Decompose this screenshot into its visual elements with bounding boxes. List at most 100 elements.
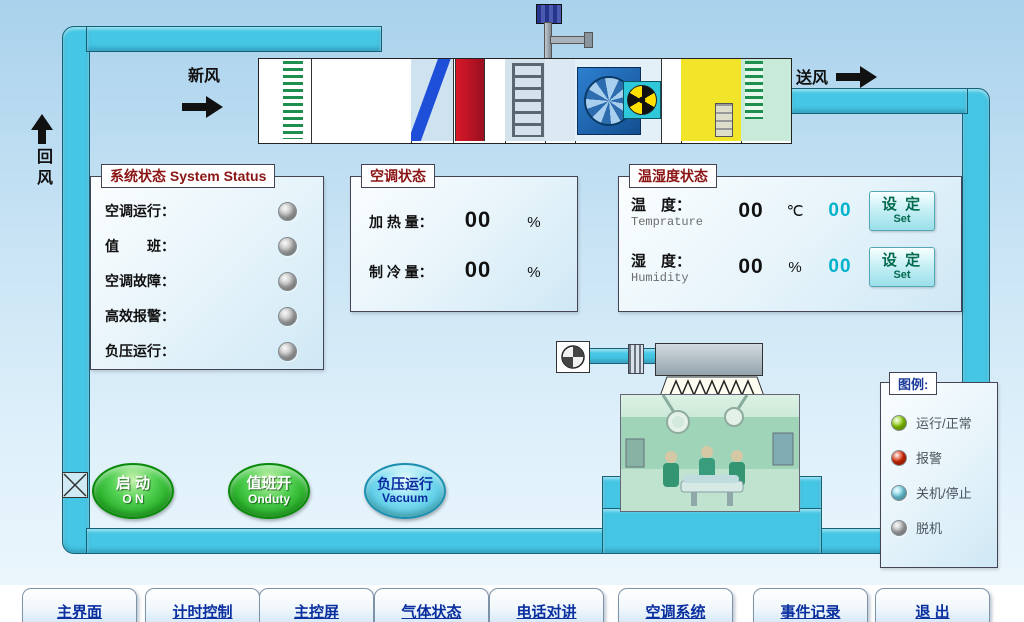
status-label-hepa-alarm: 高效报警： bbox=[105, 308, 175, 324]
nav-button-gas-status[interactable]: 气体状态 bbox=[374, 588, 489, 622]
temperature-set-button[interactable]: 设 定 Set bbox=[869, 191, 935, 231]
exhaust-fan-icon bbox=[561, 345, 585, 369]
status-label-ac-running: 空调运行： bbox=[105, 203, 175, 219]
heat-exchanger-box bbox=[655, 343, 763, 376]
duct-ahu-outlet bbox=[790, 88, 968, 114]
status-row: 空调运行： bbox=[105, 201, 297, 221]
exhaust-fan-box bbox=[556, 341, 590, 373]
fan-section bbox=[575, 59, 661, 141]
status-row: 值 班： bbox=[105, 236, 297, 256]
duct-top bbox=[86, 26, 382, 52]
coil-ladder-icon bbox=[512, 63, 544, 137]
humidity-set-button[interactable]: 设 定 Set bbox=[869, 247, 935, 287]
cooling-value: 00 bbox=[464, 257, 492, 282]
ac-status-panel: 空调状态 加 热 量： 00 % 制 冷 量： 00 % bbox=[350, 164, 578, 312]
humidity-row: 湿 度： Humidity 00 % 00 设 定 Set bbox=[631, 245, 953, 289]
temp-humidity-title: 温湿度状态 bbox=[629, 164, 717, 188]
legend-title: 图例: bbox=[889, 372, 938, 395]
vacuum-button-text-en: Vacuum bbox=[381, 491, 429, 506]
status-row: 空调故障： bbox=[105, 271, 297, 291]
humidity-value: 00 bbox=[738, 255, 764, 278]
nav-button-hvac-system[interactable]: 空调系统 bbox=[618, 588, 733, 622]
set-button-text-en: Set bbox=[893, 269, 911, 282]
temperature-setpoint: 00 bbox=[828, 200, 852, 221]
ac-fault-led bbox=[278, 271, 297, 291]
duct-left-return bbox=[62, 26, 90, 554]
air-handling-unit bbox=[258, 58, 792, 144]
legend-item: 关机/停止 bbox=[891, 483, 997, 502]
legend-led-offline bbox=[891, 519, 907, 536]
legend-label-alarm: 报警 bbox=[916, 451, 943, 466]
electric-panel-icon bbox=[715, 103, 733, 137]
heating-row: 加 热 量： 00 % bbox=[369, 207, 577, 233]
legend-panel: 图例: 运行/正常 报警 关机/停止 脱机 bbox=[880, 372, 998, 568]
duct-hx-branch bbox=[586, 348, 660, 364]
nav-button-exit[interactable]: 退 出 bbox=[875, 588, 990, 622]
humidity-label: 湿 度： bbox=[631, 252, 692, 270]
humidity-setpoint: 00 bbox=[828, 256, 852, 277]
humidity-sublabel: Humidity bbox=[631, 270, 689, 285]
fresh-air-label: 新风 bbox=[188, 68, 221, 85]
legend-led-stopped bbox=[891, 484, 907, 501]
start-button[interactable]: 启 动 O N bbox=[92, 463, 174, 519]
filter-comb-right bbox=[745, 61, 763, 119]
nav-button-label: 退 出 bbox=[915, 603, 950, 621]
humidity-label-block: 湿 度： Humidity bbox=[631, 250, 729, 285]
legend-label-offline: 脱机 bbox=[916, 521, 943, 536]
temperature-label-block: 温 度： Temprature bbox=[631, 194, 729, 229]
return-air-arrow-icon bbox=[30, 114, 54, 146]
nav-button-label: 事件记录 bbox=[780, 603, 841, 621]
onduty-button[interactable]: 值班开 Onduty bbox=[228, 463, 310, 519]
heater-coil-funnel bbox=[658, 376, 766, 400]
supply-air-label: 送风 bbox=[796, 70, 829, 87]
temp-humidity-body: 温 度： Temprature 00 ℃ 00 设 定 Set 湿 度： Hum… bbox=[619, 177, 961, 289]
heater-section bbox=[455, 59, 485, 141]
coil-section bbox=[505, 59, 545, 141]
bag-filter-icon bbox=[411, 59, 452, 141]
set-button-text-cn: 设 定 bbox=[881, 251, 923, 269]
vacuum-button-text-cn: 负压运行 bbox=[377, 476, 433, 493]
outlet-section bbox=[741, 59, 791, 141]
return-air-label: 回风 bbox=[34, 148, 51, 190]
cooling-unit: % bbox=[527, 264, 541, 281]
temperature-sublabel: Temprature bbox=[631, 214, 704, 229]
legend-label-stopped: 关机/停止 bbox=[916, 486, 972, 501]
valve-assembly bbox=[530, 2, 594, 62]
nav-button-intercom[interactable]: 电话对讲 bbox=[489, 588, 604, 622]
start-button-text-en: O N bbox=[122, 491, 144, 506]
grille-icon bbox=[628, 344, 644, 374]
onduty-button-text-en: Onduty bbox=[248, 491, 290, 506]
onduty-button-text-cn: 值班开 bbox=[246, 475, 292, 493]
fresh-air-arrow-icon bbox=[182, 96, 226, 118]
nav-button-label: 计时控制 bbox=[172, 603, 233, 621]
legend-item: 报警 bbox=[891, 448, 997, 467]
legend-led-alarm bbox=[891, 449, 907, 466]
nav-button-label: 空调系统 bbox=[645, 603, 706, 621]
temperature-row: 温 度： Temprature 00 ℃ 00 设 定 Set bbox=[631, 189, 953, 233]
legend-item: 脱机 bbox=[891, 518, 997, 537]
vacuum-button[interactable]: 负压运行 Vacuum bbox=[364, 463, 446, 519]
legend-led-running bbox=[891, 414, 907, 431]
nav-button-label: 主控屏 bbox=[293, 603, 339, 621]
nav-button-timer[interactable]: 计时控制 bbox=[145, 588, 260, 622]
vacuum-running-led bbox=[278, 341, 297, 361]
damper-icon bbox=[62, 472, 88, 498]
bag-filter-section bbox=[411, 59, 453, 141]
duct-room-bottom bbox=[602, 508, 822, 554]
supply-air-arrow-icon bbox=[836, 66, 880, 88]
fan-symbol-box bbox=[623, 81, 661, 119]
status-row: 负压运行： bbox=[105, 341, 297, 361]
ac-status-body: 加 热 量： 00 % 制 冷 量： 00 % bbox=[351, 177, 577, 283]
legend-item: 运行/正常 bbox=[891, 413, 997, 432]
nav-button-control-screen[interactable]: 主控屏 bbox=[259, 588, 374, 622]
system-status-panel: 系统状态 System Status 空调运行： 值 班： 空调故障： 高效报警… bbox=[90, 164, 324, 370]
heating-value: 00 bbox=[464, 207, 492, 232]
nav-button-event-log[interactable]: 事件记录 bbox=[753, 588, 868, 622]
electric-section bbox=[681, 59, 741, 141]
status-label-vacuum-running: 负压运行： bbox=[105, 343, 175, 359]
humidity-unit: % bbox=[788, 258, 802, 276]
valve-end bbox=[584, 32, 593, 48]
legend-label-running: 运行/正常 bbox=[916, 416, 972, 431]
nav-button-main[interactable]: 主界面 bbox=[22, 588, 137, 622]
